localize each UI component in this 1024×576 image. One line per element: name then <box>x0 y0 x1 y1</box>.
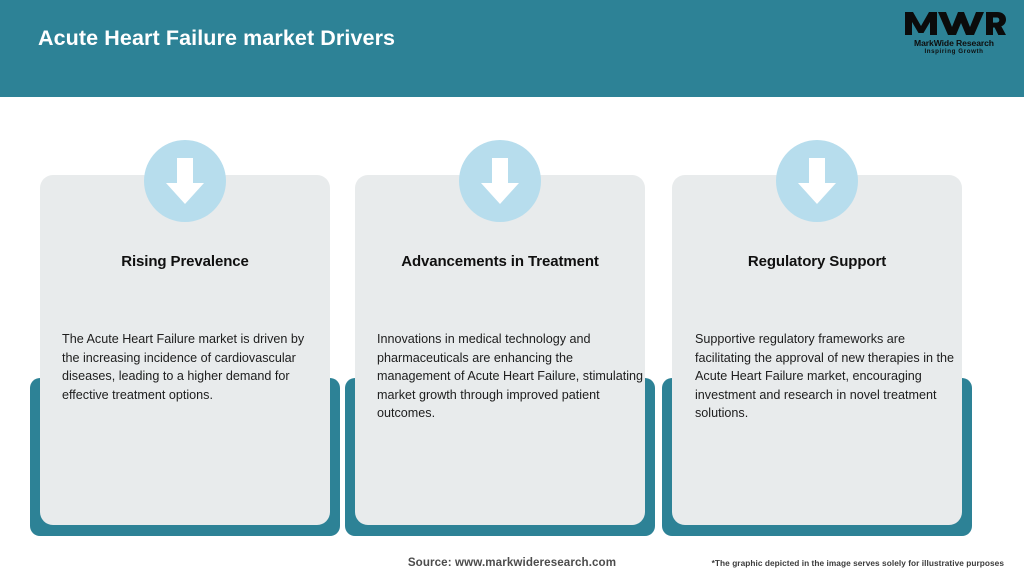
card-body-2: Innovations in medical technology and ph… <box>377 332 643 421</box>
down-arrow-icon <box>776 140 858 222</box>
logo-mark-icon <box>905 12 1006 35</box>
card-title-3: Regulatory Support <box>747 253 887 270</box>
logo-company-name: MarkWide Research <box>914 38 994 48</box>
logo: MarkWide Research Inspiring Growth <box>902 8 1006 62</box>
card-title-1: Rising Prevalence <box>121 253 249 270</box>
source-note: Source: www.markwideresearch.com <box>407 556 617 569</box>
card-panel-1 <box>40 175 330 525</box>
page-title: Acute Heart Failure market Drivers <box>38 26 396 50</box>
logo-tagline: Inspiring Growth <box>924 48 984 55</box>
header-bar <box>0 0 1024 97</box>
card-panel-3 <box>672 175 962 525</box>
disclaimer-note: *The graphic depicted in the image serve… <box>711 558 1004 568</box>
card-body-3: Supportive regulatory frameworks are fac… <box>695 332 955 421</box>
card-title-2: Advancements in Treatment <box>401 253 599 270</box>
down-arrow-icon <box>459 140 541 222</box>
down-arrow-icon <box>144 140 226 222</box>
card-panel-2 <box>355 175 645 525</box>
card-body-1: The Acute Heart Failure market is driven… <box>62 332 305 402</box>
